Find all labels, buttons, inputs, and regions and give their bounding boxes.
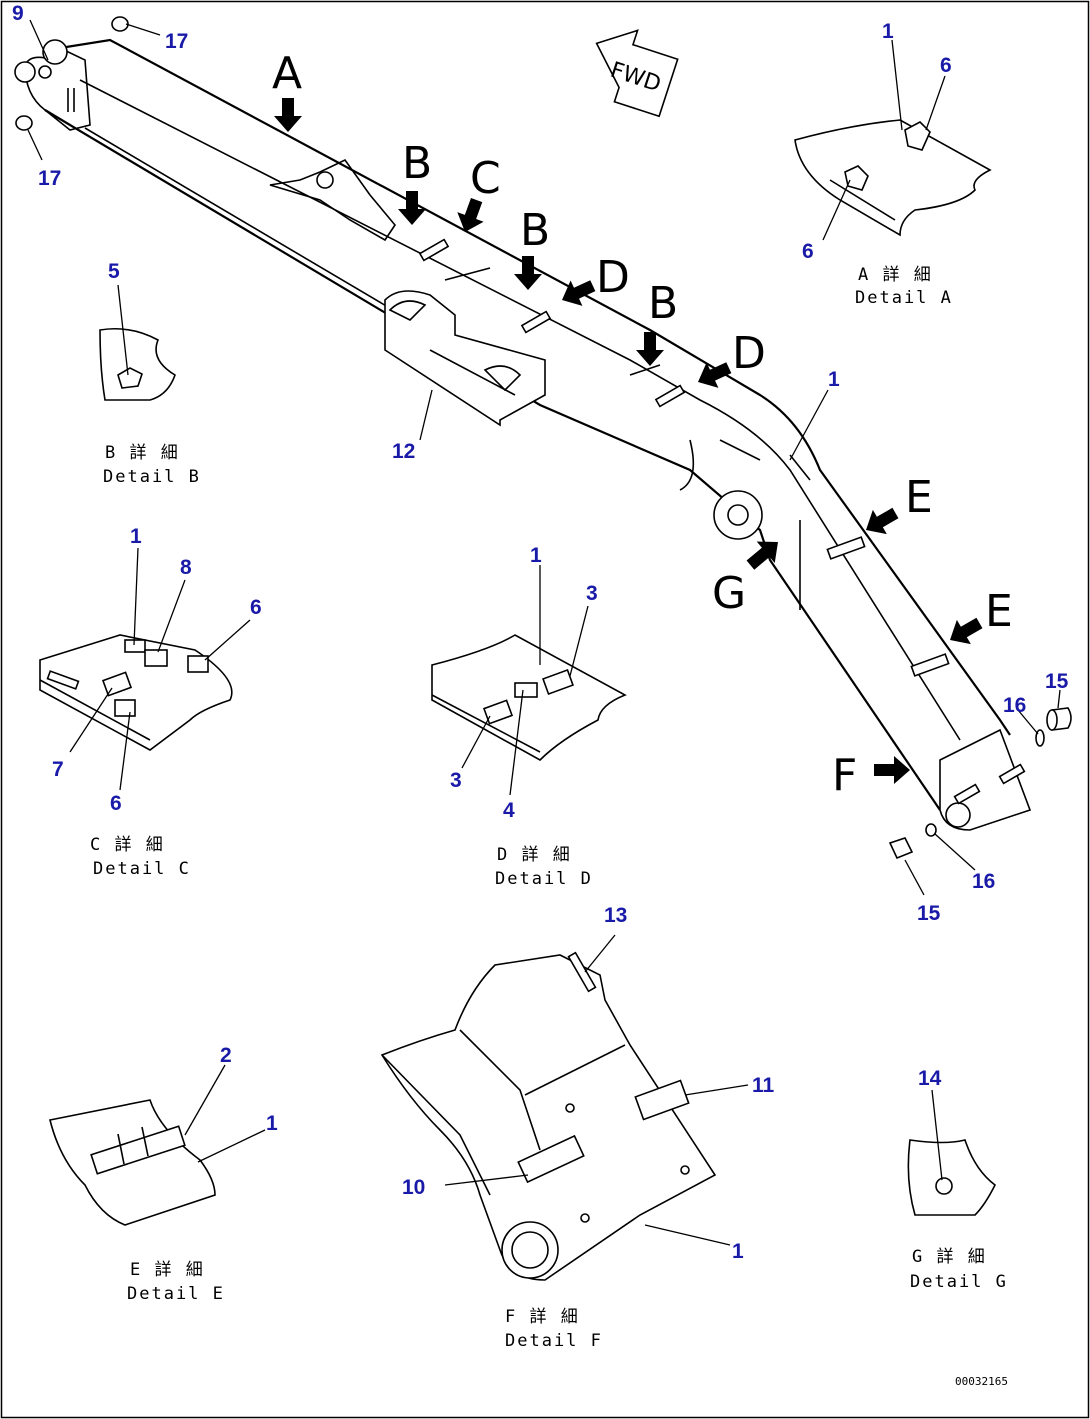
document-number: 00032165 — [955, 1375, 1008, 1388]
detail-c: C 詳 細 Detail C — [39, 634, 233, 879]
callout-7: 7 — [52, 758, 64, 781]
callout-15-right: 15 — [1045, 670, 1069, 693]
callout-numbers: 9 17 17 1 6 6 5 12 1 1 8 6 7 6 1 3 3 4 1… — [12, 2, 1069, 1263]
view-letter-e2: E — [985, 586, 1013, 637]
detail-b-caption-jp: B 詳 細 — [105, 443, 180, 463]
callout-1-detail-d: 1 — [530, 544, 542, 567]
callout-6-detail-a-top: 6 — [940, 54, 952, 77]
view-arrow-e2-icon — [943, 610, 987, 653]
detail-e-caption-en: Detail E — [127, 1284, 225, 1304]
pin-parts — [15, 16, 1072, 860]
detail-d-caption-en: Detail D — [495, 869, 593, 889]
detail-g-caption-en: Detail G — [910, 1272, 1008, 1292]
view-letter-c: C — [470, 153, 501, 204]
view-letter-f: F — [832, 750, 857, 801]
callout-5: 5 — [108, 260, 120, 283]
view-letter-e1: E — [905, 472, 933, 523]
callout-15-bottom: 15 — [917, 902, 941, 925]
detail-e-caption-jp: E 詳 細 — [130, 1260, 205, 1280]
detail-e: E 詳 細 Detail E — [49, 1099, 225, 1304]
view-letter-g: G — [712, 568, 746, 619]
detail-f-caption-en: Detail F — [505, 1331, 603, 1351]
detail-a-caption-jp: A 詳 細 — [858, 265, 933, 285]
view-arrow-e1-icon — [859, 500, 903, 543]
callout-17-left: 17 — [38, 167, 61, 190]
view-letter-d2: D — [732, 328, 766, 379]
callout-16-right: 16 — [1003, 694, 1026, 717]
callout-1-detail-e: 1 — [266, 1112, 278, 1135]
callout-17-top: 17 — [165, 30, 188, 53]
callout-6-detail-a-bottom: 6 — [802, 240, 814, 263]
detail-b: B 詳 細 Detail B — [99, 327, 201, 487]
callout-13: 13 — [604, 904, 627, 927]
view-letter-d1: D — [596, 252, 630, 303]
callout-10: 10 — [402, 1176, 425, 1199]
callout-1-detail-f: 1 — [732, 1240, 744, 1263]
callout-16-bottom: 16 — [972, 870, 995, 893]
callout-3-detail-d-bottom: 3 — [450, 769, 462, 792]
callout-6-detail-c-bottom: 6 — [110, 792, 122, 815]
detail-d-caption-jp: D 詳 細 — [497, 845, 572, 865]
detail-f-caption-jp: F 詳 細 — [505, 1307, 580, 1327]
callout-4: 4 — [503, 799, 515, 822]
detail-c-caption-jp: C 詳 細 — [90, 835, 165, 855]
detail-c-caption-en: Detail C — [93, 859, 191, 879]
view-arrow-d1-icon — [556, 272, 599, 313]
callout-12: 12 — [392, 440, 415, 463]
callout-1-detail-a: 1 — [882, 20, 894, 43]
view-arrow-f-icon — [874, 756, 910, 784]
callout-8: 8 — [180, 556, 192, 579]
callout-1-detail-c: 1 — [130, 525, 142, 548]
view-letter-a: A — [272, 48, 302, 99]
leader-lines — [27, 19, 1061, 1246]
view-arrow-a-icon — [274, 98, 302, 132]
detail-a: A 詳 細 Detail A — [794, 119, 992, 308]
callout-6-detail-c-top: 6 — [250, 596, 262, 619]
view-arrow-b3-icon — [636, 332, 664, 366]
callout-11: 11 — [752, 1074, 775, 1097]
view-markers: A B C B D B D E G E F — [272, 48, 1013, 801]
detail-a-caption-en: Detail A — [855, 288, 953, 308]
view-letter-b2: B — [520, 205, 550, 256]
detail-b-caption-en: Detail B — [103, 467, 201, 487]
view-letter-b3: B — [648, 278, 678, 329]
view-arrow-g-icon — [741, 531, 787, 576]
detail-f: F 詳 細 Detail F — [380, 951, 717, 1351]
callout-3-detail-d-top: 3 — [586, 582, 598, 605]
fwd-direction-indicator: FWD — [595, 29, 679, 118]
view-arrow-d2-icon — [692, 354, 735, 395]
detail-g: G 詳 細 Detail G — [907, 1139, 1008, 1292]
detail-d: D 詳 細 Detail D — [431, 634, 627, 889]
callout-2: 2 — [220, 1044, 232, 1067]
boom-assembly — [14, 38, 1032, 831]
detail-g-caption-jp: G 詳 細 — [912, 1247, 987, 1267]
view-letter-b1: B — [402, 138, 432, 189]
callout-9: 9 — [12, 2, 24, 25]
callout-1-boom: 1 — [828, 368, 840, 391]
view-arrow-b2-icon — [514, 256, 542, 290]
callout-14: 14 — [918, 1067, 942, 1090]
